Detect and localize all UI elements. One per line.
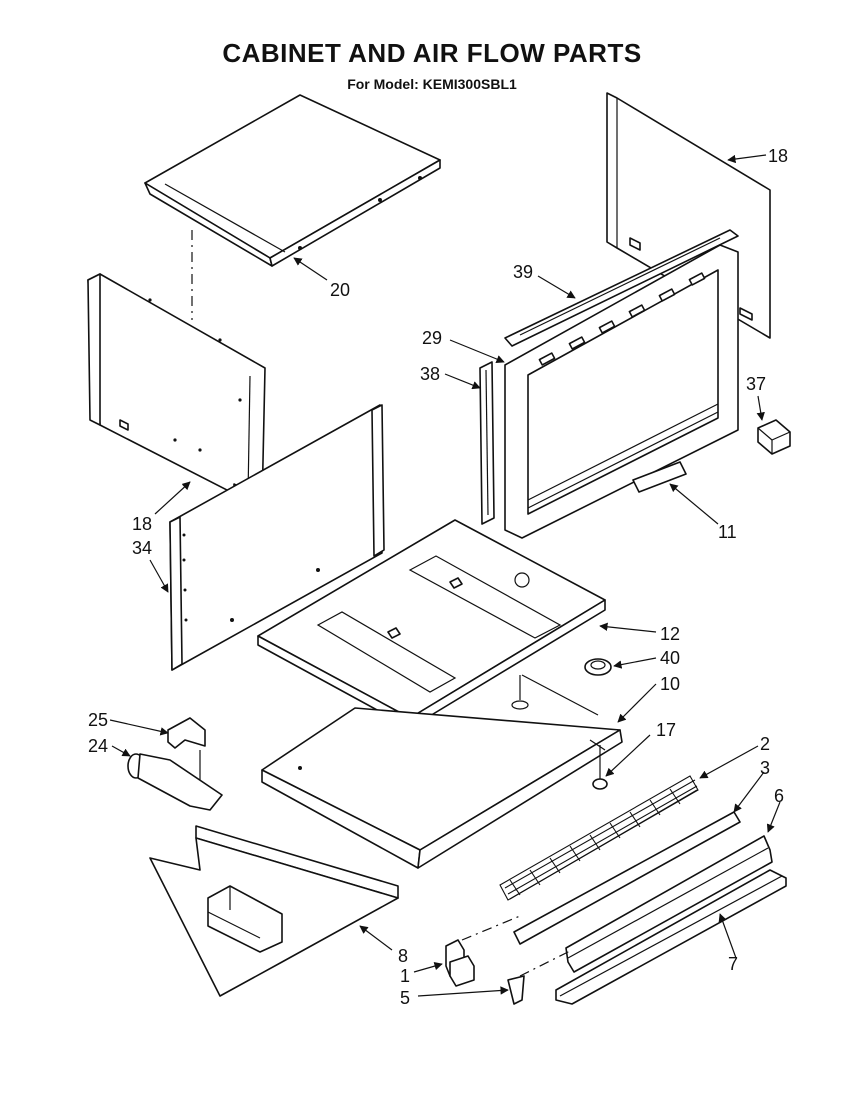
callout-40: 40 (660, 648, 680, 668)
part-2-mesh-grille (499, 775, 699, 901)
callout-8: 8 (398, 946, 408, 966)
callout-6: 6 (774, 786, 784, 806)
part-10-base-tray (261, 707, 623, 869)
part-12-bottom-panel (257, 519, 606, 729)
callout-34: 34 (132, 538, 152, 558)
callout-39: 39 (513, 262, 533, 282)
part-3-trim-strip (513, 811, 741, 945)
callout-7: 7 (728, 954, 738, 974)
part-40-grommet (584, 658, 612, 676)
callout-24: 24 (88, 736, 108, 756)
callout-1: 1 (400, 966, 410, 986)
callout-20: 20 (330, 280, 350, 300)
hole-40 (511, 700, 529, 710)
part-17-screw (592, 745, 608, 790)
model-subtitle: For Model: KEMI300SBL1 (347, 76, 517, 92)
callout-29: 29 (422, 328, 442, 348)
part-34-inner-panel (169, 404, 385, 671)
part-24-air-duct (127, 753, 223, 811)
part-18-left-side-panel (87, 273, 266, 509)
part-8-duct-assembly (149, 825, 399, 997)
part-7-bottom-rail (555, 869, 787, 1005)
callout-17: 17 (656, 720, 676, 740)
callout-3: 3 (760, 758, 770, 778)
callout-2: 2 (760, 734, 770, 754)
part-38-side-strip (479, 361, 495, 525)
part-39-vent-strip (504, 229, 739, 347)
alignment-line-1 (461, 915, 521, 941)
part-37-clip (757, 419, 791, 455)
part-29-front-frame (504, 244, 739, 539)
page-title: CABINET AND AIR FLOW PARTS (222, 38, 642, 68)
part-11-badge (632, 461, 687, 493)
part-5-clip (507, 975, 525, 1005)
leader-lines (109, 154, 781, 997)
callout-25: 25 (88, 710, 108, 730)
callout-18-right: 18 (768, 146, 788, 166)
callout-10: 10 (660, 674, 680, 694)
alignment-line-5 (519, 949, 573, 977)
callout-38: 38 (420, 364, 440, 384)
bracket-line-40 (521, 674, 599, 716)
part-1-switch-block (445, 939, 475, 987)
part-25-bracket (167, 717, 206, 749)
callout-5: 5 (400, 988, 410, 1008)
callout-12: 12 (660, 624, 680, 644)
callout-11: 11 (718, 522, 737, 542)
part-6-rail (565, 835, 773, 973)
callout-37: 37 (746, 374, 766, 394)
callout-18-left: 18 (132, 514, 152, 534)
part-20-top-cover (144, 94, 441, 267)
